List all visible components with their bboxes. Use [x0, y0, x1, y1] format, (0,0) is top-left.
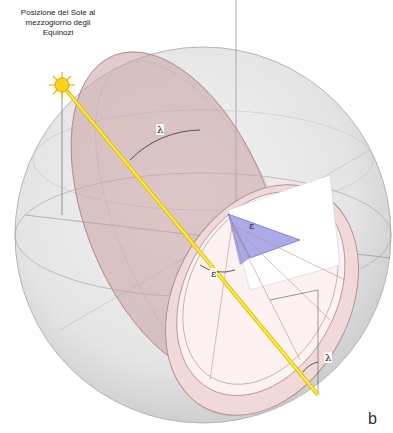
sun-position-note: Posizione del Sole al mezzogiorno degli …	[10, 8, 106, 38]
angle-symbol: ε	[210, 268, 217, 279]
latitude-angle: λ	[324, 352, 332, 363]
latitude-angle: λ	[156, 124, 164, 135]
figure-letter: b	[368, 410, 377, 428]
angle-symbol: ε	[248, 220, 255, 231]
